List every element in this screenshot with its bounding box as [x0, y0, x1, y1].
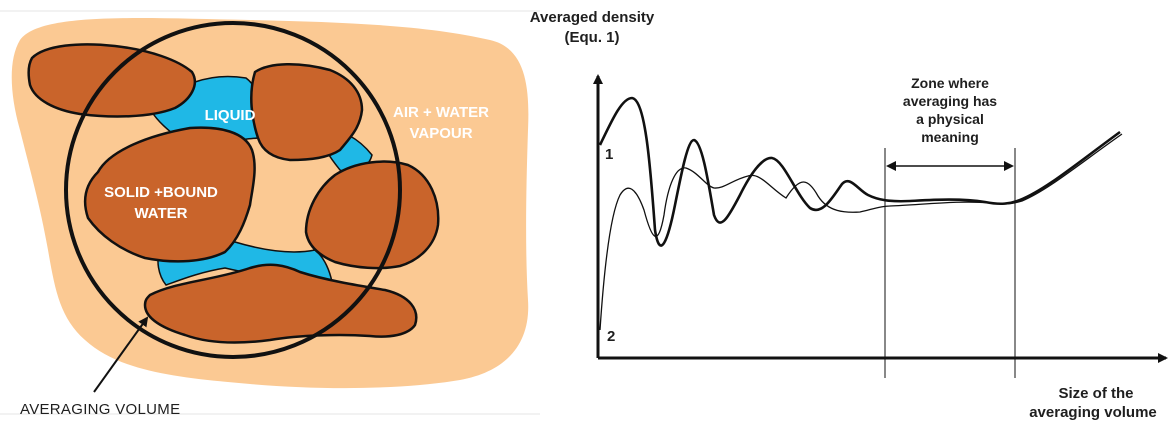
air-water-label-line1: AIR + WATER [393, 104, 489, 121]
solid-particle-top-left [27, 43, 197, 118]
solid-particle-bottom [143, 263, 418, 344]
solid-particle-top-right [250, 62, 364, 162]
solid-particle-right [304, 160, 440, 270]
zone-label-line3: a physical [916, 111, 984, 127]
averaging-volume-diagram: LIQUID SOLID +BOUND WATER AIR + WATER VA… [0, 10, 540, 418]
x-axis-label-line1: Size of the [1058, 385, 1133, 402]
density-graph: Averaged density (Equ. 1) 1 2 Zone where… [530, 9, 1168, 421]
zone-label-line4: meaning [921, 129, 979, 145]
y-axis-label-line1: Averaged density [530, 9, 655, 26]
liquid-label: LIQUID [205, 107, 256, 124]
averaging-volume-circle [64, 21, 402, 359]
averaging-volume-label: AVERAGING VOLUME [20, 401, 180, 418]
solid-label-line1: SOLID +BOUND [104, 184, 218, 201]
x-axis-label-line2: averaging volume [1029, 404, 1157, 421]
averaging-volume-pointer [93, 316, 149, 393]
air-water-label-line2: VAPOUR [409, 125, 472, 142]
solid-particle-center-left [83, 126, 256, 263]
y-axis-label-line2: (Equ. 1) [565, 29, 620, 46]
solid-particles [27, 43, 440, 344]
solid-label-line2: WATER [134, 205, 187, 222]
zone-label-line2: averaging has [903, 93, 997, 109]
zone-label-line1: Zone where [911, 75, 989, 91]
curve-2-label: 2 [607, 328, 615, 345]
curve-1-label: 1 [605, 146, 613, 163]
curve-2 [599, 133, 1123, 331]
